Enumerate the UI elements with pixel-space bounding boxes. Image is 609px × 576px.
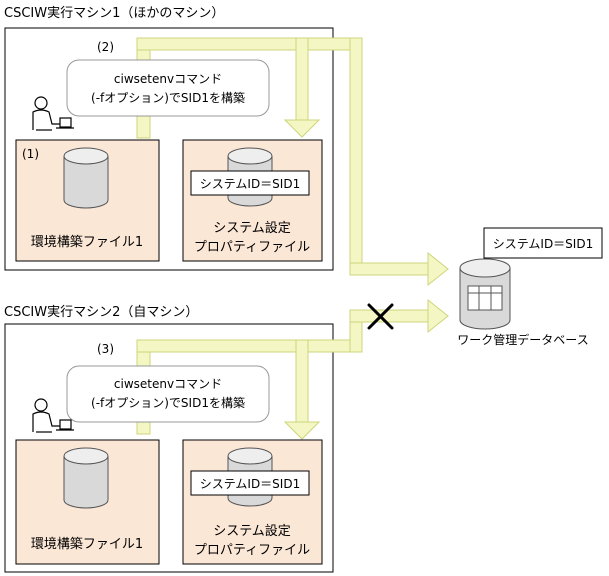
database-system-id: システムID＝SID1 — [493, 237, 593, 251]
machine1-command-callout — [66, 59, 270, 117]
machine1-system-id-label-box — [190, 170, 310, 196]
machine1-props-line1: システム設定 — [213, 220, 291, 236]
user-at-computer-icon — [32, 398, 74, 433]
machine1-command-line1: ciwsetenvコマンド — [114, 72, 222, 86]
machine1-command-line2: (-fオプション)でSID1を構築 — [91, 90, 245, 105]
machine2-env-file-label: 環境構築ファイル1 — [31, 537, 143, 552]
machine2-system-id: システムID＝SID1 — [200, 477, 300, 491]
machine1-env-file-number: (1) — [22, 147, 39, 161]
machine2-command-line1: ciwsetenvコマンド — [114, 377, 222, 391]
machine2-props-line2: プロパティファイル — [194, 543, 310, 558]
machine1-env-file-label: 環境構築ファイル1 — [31, 235, 143, 250]
machine1-system-id: システムID＝SID1 — [200, 177, 300, 191]
machine1-props-line2: プロパティファイル — [194, 240, 310, 255]
database-cylinder-icon — [459, 258, 511, 330]
database-label: ワーク管理データベース — [457, 332, 588, 347]
machine1-step-label: (2) — [97, 40, 114, 54]
machine1-title: CSCIW実行マシン1（ほかのマシン） — [4, 5, 224, 21]
machine2-title: CSCIW実行マシン2（自マシン） — [4, 304, 198, 320]
x-mark-icon — [367, 303, 394, 330]
database-cylinder-icon — [63, 147, 109, 209]
database-cylinder-icon — [63, 447, 109, 509]
database-system-id-label-box — [483, 227, 603, 259]
machine2-step-label: (3) — [97, 342, 114, 356]
user-at-computer-icon — [32, 96, 74, 131]
machine2-command-callout — [66, 365, 270, 423]
machine2-props-line1: システム設定 — [213, 523, 291, 539]
machine2-command-line2: (-fオプション)でSID1を構築 — [91, 395, 245, 410]
machine2-system-id-label-box — [190, 470, 310, 496]
